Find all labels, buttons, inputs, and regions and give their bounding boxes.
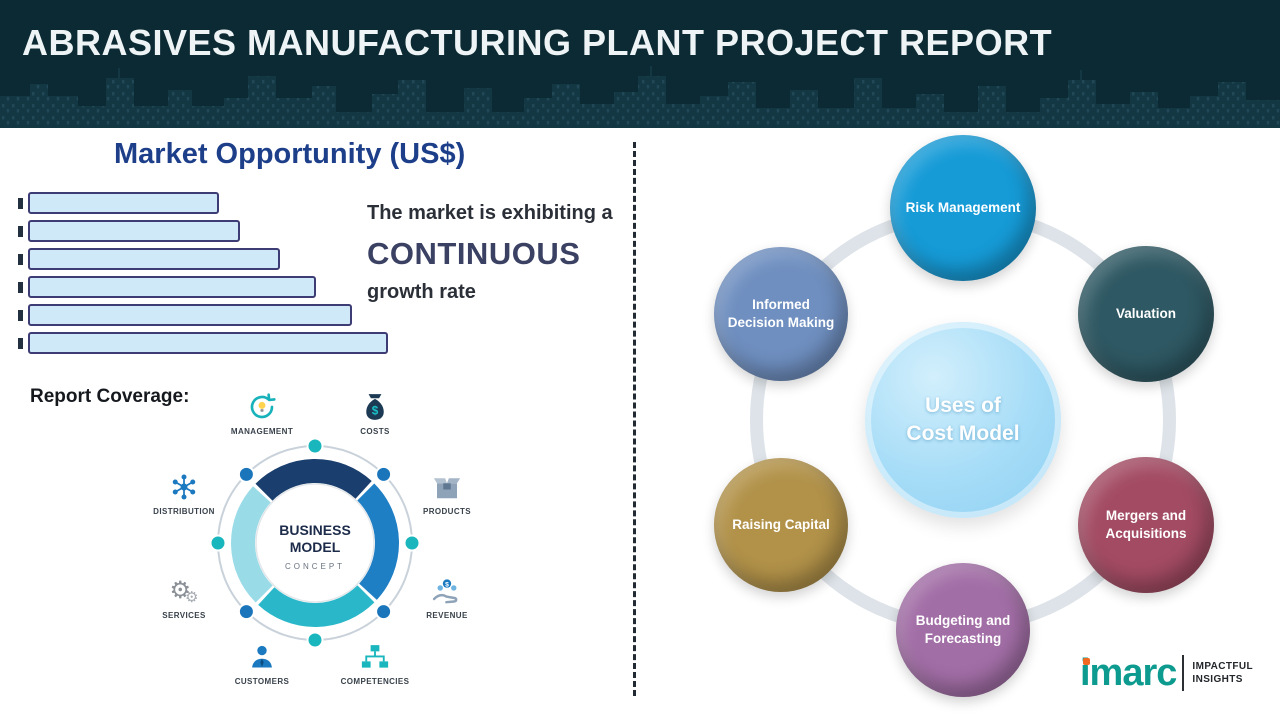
- bm-label: COSTS: [360, 427, 390, 436]
- axis-tick: [18, 281, 23, 293]
- bar-row: [18, 192, 388, 214]
- bar: [28, 192, 219, 214]
- customers-person-icon: [212, 640, 312, 674]
- business-model-center-line3: CONCEPT: [285, 562, 345, 571]
- bm-item-management: MANAGEMENT: [212, 390, 312, 436]
- products-box-icon: [397, 470, 497, 504]
- bar: [28, 304, 352, 326]
- axis-tick: [18, 309, 23, 321]
- bm-item-customers: CUSTOMERS: [212, 640, 312, 686]
- bar-row: [18, 304, 388, 326]
- growth-highlight: CONTINUOUS: [367, 236, 581, 271]
- bar-row: [18, 248, 388, 270]
- business-model-center-line1: BUSINESS: [279, 522, 351, 538]
- distribution-network-icon: [134, 470, 234, 504]
- bm-item-revenue: $ REVENUE: [397, 574, 497, 620]
- svg-text:$: $: [372, 405, 379, 418]
- growth-line-1: The market is exhibiting a: [367, 202, 613, 224]
- circle-label: Mergers and Acquisitions: [1105, 508, 1187, 541]
- cost-model-circle-budgeting-forecasting: Budgeting and Forecasting: [896, 563, 1030, 697]
- cost-model-circle-valuation: Valuation: [1078, 246, 1214, 382]
- imarc-logo: imarc IMPACTFUL INSIGHTS: [1080, 654, 1253, 692]
- cost-model-circle-informed-decision-making: Informed Decision Making: [714, 247, 848, 381]
- bm-label: DISTRIBUTION: [153, 507, 215, 516]
- cost-model-circle-mergers-acquisitions: Mergers and Acquisitions: [1078, 457, 1214, 593]
- services-gears-icon: ⚙⚙: [169, 577, 199, 606]
- circle-label: Informed Decision Making: [727, 297, 835, 330]
- cost-model-circle-risk-management: Risk Management: [890, 135, 1036, 281]
- axis-tick: [18, 337, 23, 349]
- bm-label: MANAGEMENT: [230, 427, 294, 436]
- imarc-brand-text: imarc: [1080, 652, 1177, 694]
- circle-label: Risk Management: [905, 200, 1021, 216]
- city-skyline-graphic: [0, 66, 1280, 128]
- bar: [28, 276, 316, 298]
- competencies-orgchart-icon: [325, 640, 425, 674]
- imarc-wordmark: imarc: [1080, 652, 1177, 694]
- money-bag-icon: $: [325, 390, 425, 424]
- bm-item-products: PRODUCTS: [397, 470, 497, 516]
- circle-label: Raising Capital: [732, 517, 830, 533]
- imarc-spark-icon: [1083, 658, 1090, 665]
- bar: [28, 248, 280, 270]
- bar-row: [18, 332, 388, 354]
- logo-tagline-line1: IMPACTFUL: [1192, 661, 1254, 672]
- bar-row: [18, 276, 388, 298]
- bm-label: COMPETENCIES: [340, 677, 410, 686]
- management-cycle-icon: [212, 390, 312, 424]
- bm-label: SERVICES: [162, 611, 206, 620]
- svg-text:$: $: [445, 581, 449, 588]
- circle-label: Valuation: [1115, 306, 1176, 322]
- report-coverage-label: Report Coverage:: [30, 386, 190, 407]
- axis-tick: [18, 253, 23, 265]
- bm-item-services: ⚙⚙ SERVICES: [134, 574, 234, 621]
- header-band: ABRASIVES MANUFACTURING PLANT PROJECT RE…: [0, 0, 1280, 128]
- bm-label: REVENUE: [426, 611, 468, 620]
- bar: [28, 332, 388, 354]
- bm-label: PRODUCTS: [422, 507, 472, 516]
- page-title: ABRASIVES MANUFACTURING PLANT PROJECT RE…: [22, 22, 1053, 63]
- bm-label: CUSTOMERS: [234, 677, 290, 686]
- cost-model-center-label: Uses of Cost Model: [906, 393, 1020, 445]
- axis-tick: [18, 225, 23, 237]
- bm-item-distribution: DISTRIBUTION: [134, 470, 234, 516]
- cost-model-circle-raising-capital: Raising Capital: [714, 458, 848, 592]
- bm-item-competencies: COMPETENCIES: [325, 640, 425, 686]
- logo-tagline: IMPACTFUL INSIGHTS: [1192, 660, 1253, 686]
- bar-chart: [18, 192, 388, 360]
- bar: [28, 220, 240, 242]
- growth-text-block: The market is exhibiting a CONTINUOUS gr…: [367, 202, 652, 304]
- bar-row: [18, 220, 388, 242]
- axis-tick: [18, 197, 23, 209]
- cost-model-center-circle: Uses of Cost Model: [865, 322, 1061, 518]
- logo-divider: [1182, 655, 1185, 691]
- logo-tagline-line2: INSIGHTS: [1192, 674, 1243, 685]
- business-model-center-line2: MODEL: [290, 539, 341, 555]
- circle-label: Budgeting and Forecasting: [915, 613, 1011, 646]
- bm-item-costs: $ COSTS: [325, 390, 425, 436]
- market-opportunity-title: Market Opportunity (US$): [114, 138, 466, 170]
- revenue-hand-coin-icon: $: [397, 574, 497, 608]
- vertical-dashed-divider: [633, 142, 636, 696]
- business-model-diagram: BUSINESS MODEL CONCEPT: [209, 437, 421, 649]
- growth-line-2: growth rate: [367, 281, 476, 303]
